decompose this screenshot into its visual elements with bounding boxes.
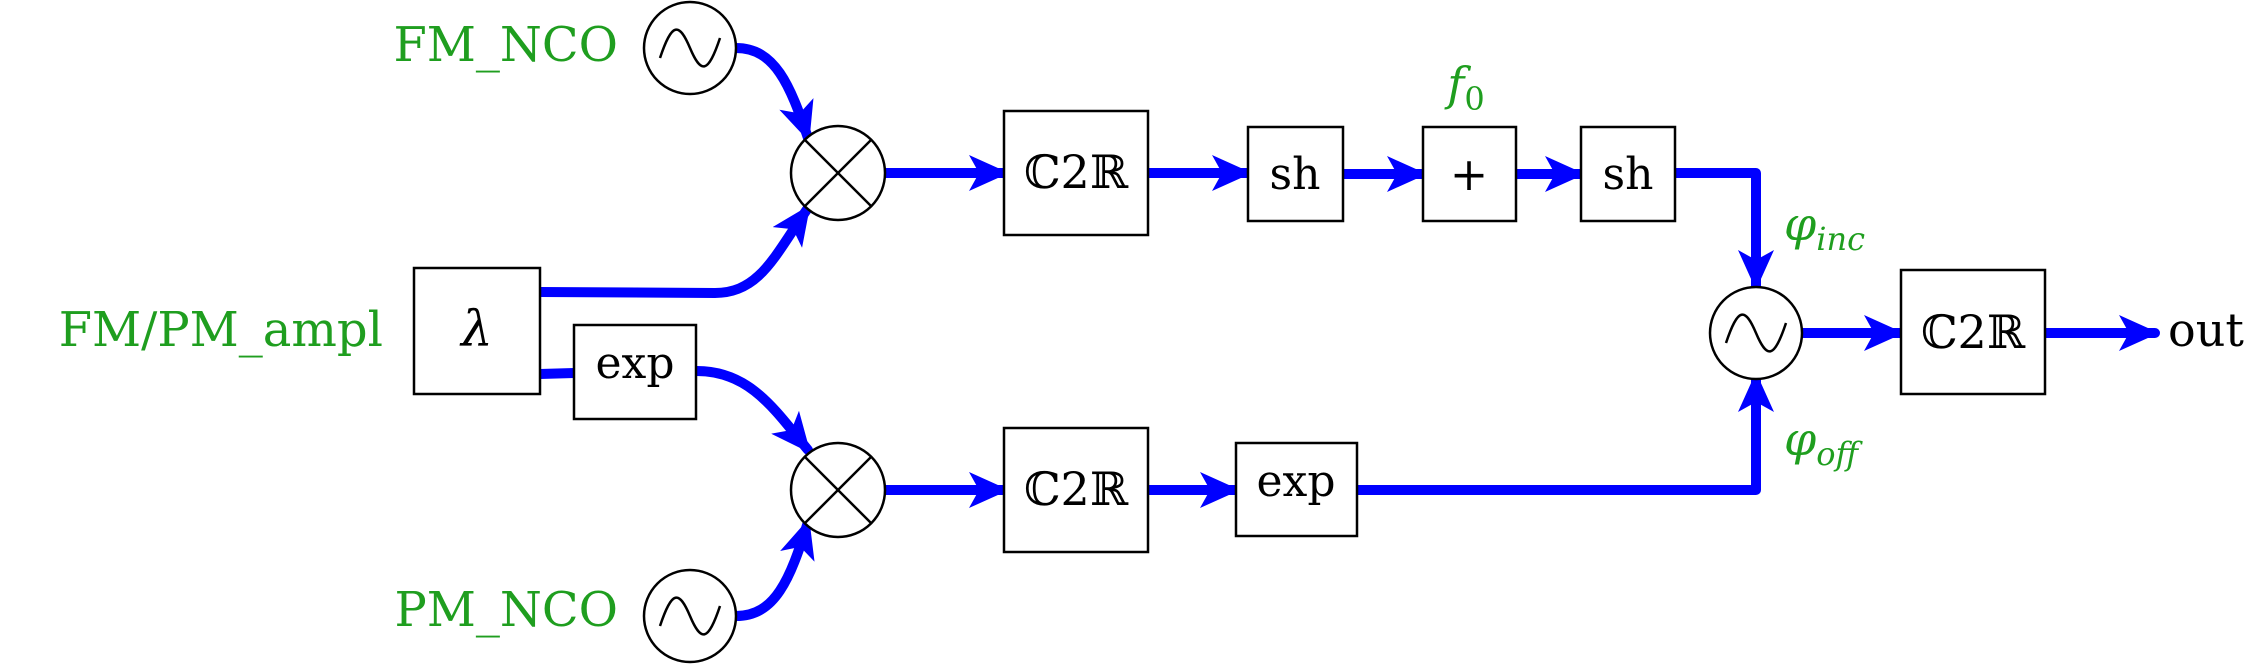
wire-lambda-to-exp bbox=[535, 368, 579, 379]
exp-bottom-label: exp bbox=[1256, 456, 1335, 507]
c2r-output-block: ℂ2ℝ bbox=[1899, 268, 2047, 396]
wire-exp-to-phase-osc bbox=[1352, 371, 1774, 495]
sh1-block: sh bbox=[1246, 125, 1345, 223]
phi-off-label: φoff bbox=[1784, 412, 1863, 473]
sh2-block: sh bbox=[1579, 125, 1677, 223]
wire-lambda-to-mult bbox=[535, 203, 813, 298]
fm-nco-label: FM_NCO bbox=[393, 17, 618, 73]
sh1-label: sh bbox=[1270, 149, 1321, 200]
c2r-bottom-label: ℂ2ℝ bbox=[1024, 462, 1129, 516]
exp-input-block: exp bbox=[572, 323, 698, 421]
sh2-label: sh bbox=[1603, 149, 1654, 200]
c2r-top-label: ℂ2ℝ bbox=[1024, 145, 1129, 199]
f0-label: f0 bbox=[1444, 57, 1484, 118]
wire-exp-to-mult bbox=[692, 366, 813, 455]
adder-label: + bbox=[1450, 147, 1489, 201]
pm-nco-label: PM_NCO bbox=[394, 582, 618, 638]
c2r-bottom-block: ℂ2ℝ bbox=[1002, 426, 1150, 554]
c2r-output-label: ℂ2ℝ bbox=[1921, 305, 2026, 359]
exp-bottom-block: exp bbox=[1234, 441, 1359, 538]
fm-nco-oscillator-icon bbox=[642, 0, 738, 96]
top-multiplier-icon bbox=[789, 124, 887, 222]
lambda-label: λ bbox=[459, 300, 493, 358]
lambda-block: λ bbox=[412, 266, 542, 396]
fm-pm-ampl-label: FM/PM_ampl bbox=[59, 302, 383, 358]
adder-block: + bbox=[1421, 125, 1518, 223]
c2r-top-block: ℂ2ℝ bbox=[1002, 109, 1150, 237]
phi-inc-label: φinc bbox=[1784, 197, 1865, 258]
signal-wires bbox=[535, 43, 2160, 621]
exp-input-label: exp bbox=[595, 338, 674, 389]
phase-oscillator-icon bbox=[1708, 285, 1804, 381]
wire-fm-nco-to-mult bbox=[731, 43, 814, 143]
wire-sh2-to-phase-osc bbox=[1670, 168, 1774, 291]
output-label: out bbox=[2168, 303, 2244, 357]
bottom-multiplier-icon bbox=[789, 441, 887, 539]
pm-nco-oscillator-icon bbox=[642, 568, 738, 664]
wire-pm-nco-to-mult bbox=[731, 517, 815, 621]
